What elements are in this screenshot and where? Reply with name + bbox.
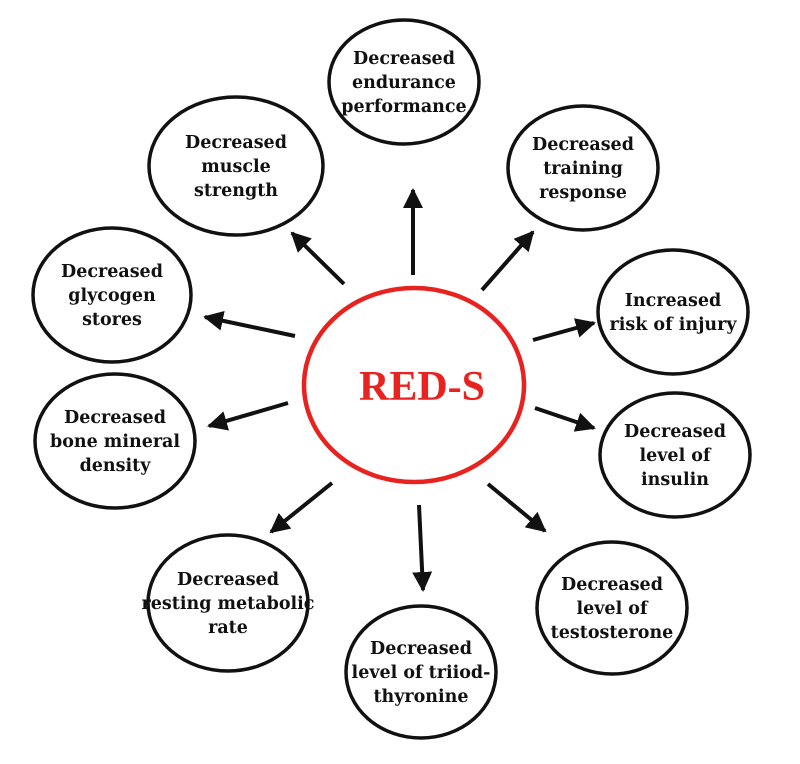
outcome-label-line: strength [194, 181, 278, 201]
outcome-label-line: Decreased [624, 422, 726, 442]
outcome-ellipse [147, 95, 325, 237]
arrow-to-insulin [534, 406, 596, 432]
arrow-to-triiodothyronine [412, 504, 433, 592]
outcome-label-line: risk of injury [609, 315, 737, 335]
outcome-label-line: Decreased [370, 639, 472, 659]
outcome-label-line: Decreased [561, 575, 663, 595]
center-ellipse [301, 285, 527, 485]
outcome-ellipse [535, 540, 689, 676]
outcome-label-line: level of [576, 599, 648, 619]
outcome-label-line: glycogen [68, 286, 156, 306]
outcome-label-line: performance [341, 97, 466, 117]
center-node: RED-S [301, 285, 527, 485]
outcome-label: Increased risk of injury [609, 291, 737, 335]
outcome-node-training: Decreased training response [506, 104, 660, 232]
outcome-label: Decreased glycogen stores [61, 262, 163, 330]
outcome-label-line: bone mineral [50, 432, 180, 452]
outcome-label-line: level of triiod- [352, 663, 491, 683]
outcome-label-line: Decreased [353, 49, 455, 69]
outcome-ellipse [344, 604, 498, 740]
arrows-group [203, 188, 596, 592]
outcome-ellipse [506, 104, 660, 232]
outcome-node-bone-density: Decreased bone mineral density [33, 372, 197, 510]
arrow-to-injury [532, 318, 596, 342]
outcome-label-line: density [80, 456, 152, 476]
outcome-node-muscle-strength: Decreased muscle strength [147, 95, 325, 237]
arrow-to-testosterone [486, 482, 547, 533]
arrow-to-metabolic-rate [269, 481, 334, 534]
outcome-label-line: level of [639, 446, 711, 466]
outcome-label-line: training [543, 159, 623, 179]
outcome-label-line: rate [208, 618, 248, 638]
outcome-label-line: thyronine [373, 687, 468, 707]
outcome-node-testosterone: Decreased level of testosterone [535, 540, 689, 676]
outcome-ellipse [31, 226, 193, 364]
outcome-label-line: Decreased [64, 408, 166, 428]
outcome-label-line: insulin [641, 470, 709, 490]
outcome-ellipse [33, 372, 197, 510]
outcome-ellipse [596, 248, 750, 376]
outcome-node-metabolic-rate: Decreased resting metabolic rate [142, 533, 315, 673]
outcome-label-line: Decreased [185, 133, 287, 153]
outcome-node-insulin: Decreased level of insulin [598, 391, 752, 519]
center-label: RED-S [359, 364, 485, 410]
outcome-node-injury: Increased risk of injury [596, 248, 750, 376]
outcome-ellipse [598, 391, 752, 519]
arrow-to-glycogen [203, 310, 296, 338]
outcome-label-line: Decreased [532, 135, 634, 155]
outcome-label-line: Decreased [177, 570, 279, 590]
outcome-label: Decreased level of insulin [624, 422, 726, 490]
outcome-label-line: Increased [625, 291, 721, 311]
outcome-label: Decreased endurance performance [341, 49, 466, 117]
outcome-label: Decreased level of triiod-thyronine [352, 639, 491, 707]
outcome-node-triiodothyronine: Decreased level of triiod-thyronine [344, 604, 498, 740]
outcome-label-line: testosterone [551, 623, 674, 643]
outcome-label: Decreased muscle strength [185, 133, 287, 201]
arrow-to-muscle-strength [290, 231, 346, 286]
outcome-label-line: Decreased [61, 262, 163, 282]
outcome-node-endurance: Decreased endurance performance [327, 18, 481, 146]
outcome-label-line: stores [82, 310, 142, 330]
outcome-label-line: response [539, 183, 627, 203]
outcome-label: Decreased training response [532, 135, 634, 203]
arrow-to-training [480, 230, 535, 292]
outcome-node-glycogen: Decreased glycogen stores [31, 226, 193, 364]
outcome-label: Decreased level of testosterone [551, 575, 674, 643]
outcome-label-line: resting metabolic [142, 594, 315, 614]
outcome-label-line: endurance [352, 73, 456, 93]
arrow-to-bone-density [207, 401, 289, 431]
outcome-label-line: muscle [201, 157, 271, 177]
outcome-ellipse [327, 18, 481, 146]
outcome-ellipse [146, 533, 310, 673]
outcome-label: Decreased resting metabolic rate [142, 570, 315, 638]
outcome-label: Decreased bone mineral density [50, 408, 180, 476]
